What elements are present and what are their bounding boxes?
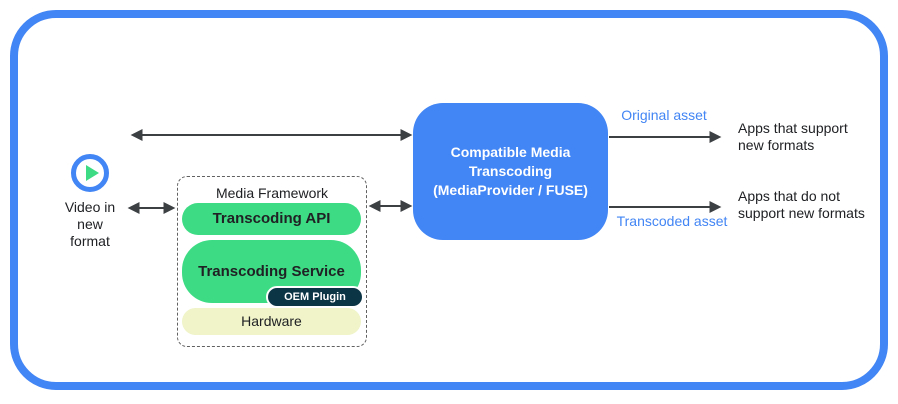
media-framework-title: Media Framework <box>215 185 329 201</box>
original-asset-label: Original asset <box>621 107 707 123</box>
diagram-border <box>10 10 888 390</box>
video-source-label: Video in new format <box>64 199 116 249</box>
apps-not-support-new-formats-label: Apps that do not support new formats <box>738 188 865 221</box>
transcoded-asset-label: Transcoded asset <box>616 213 728 229</box>
play-icon <box>71 154 109 192</box>
hardware-pill: Hardware <box>182 308 361 335</box>
media-framework-box: Media Framework Transcoding API Transcod… <box>177 176 367 347</box>
play-triangle-icon <box>85 165 99 181</box>
oem-plugin-pill: OEM Plugin <box>266 286 364 308</box>
compatible-media-transcoding-box: Compatible Media Transcoding (MediaProvi… <box>413 103 608 240</box>
apps-support-new-formats-label: Apps that support new formats <box>738 120 848 153</box>
transcoding-api-pill: Transcoding API <box>182 203 361 235</box>
